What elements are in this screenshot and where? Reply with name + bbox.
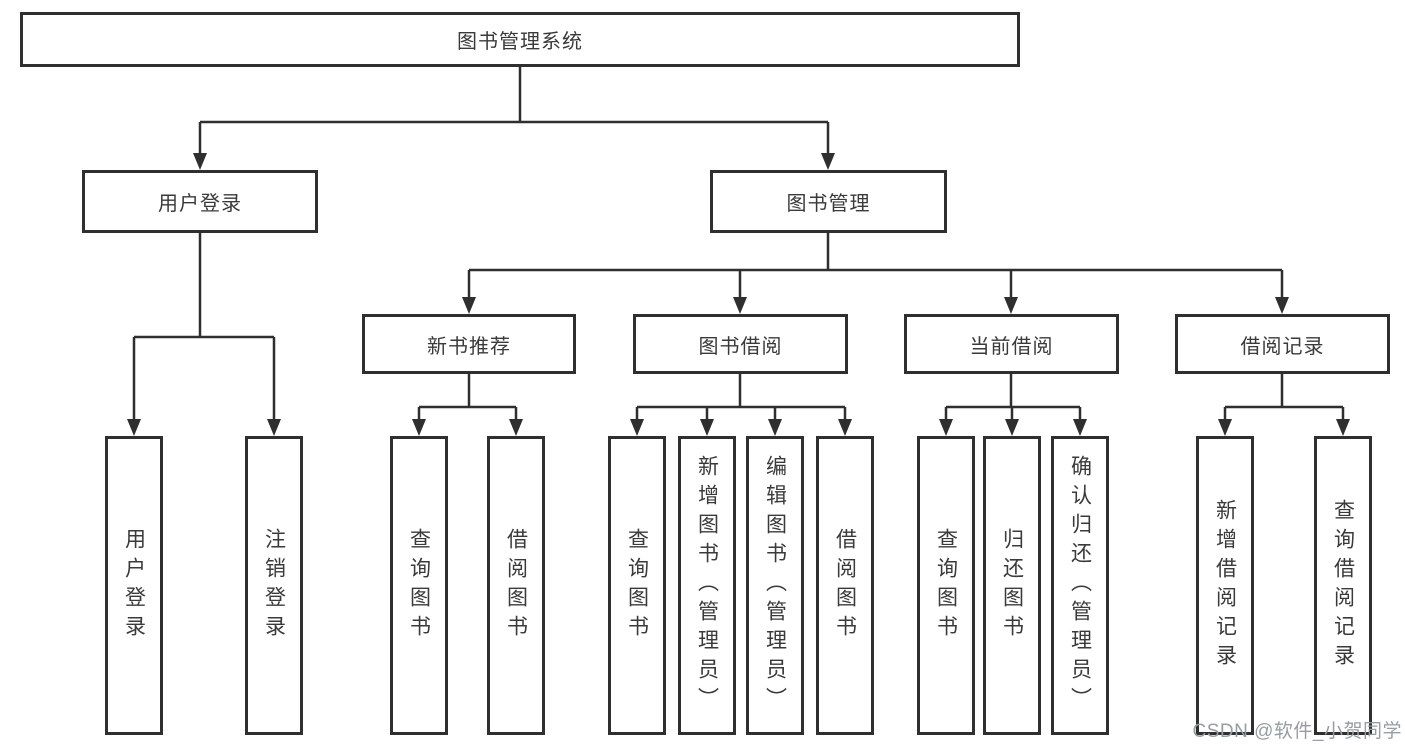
- node-label: 查询图书: [407, 527, 431, 644]
- arrow-down-icon: [1005, 419, 1019, 436]
- connector-book-borrow-to-leaves: [630, 374, 852, 436]
- connector-borrow-record-to-leaves: [1218, 374, 1350, 436]
- node-borrow-record: 借阅记录: [1175, 314, 1390, 374]
- connector-current-borrow-to-leaves: [939, 374, 1087, 436]
- node-label: 当前借阅: [969, 335, 1054, 358]
- arrow-down-icon: [821, 153, 835, 170]
- arrow-down-icon: [1275, 297, 1289, 314]
- node-label: 用户登录: [122, 527, 146, 644]
- arrow-down-icon: [1218, 419, 1232, 436]
- node-label: 归还图书: [1000, 527, 1024, 644]
- leaf-logout: 注销登录: [245, 436, 303, 735]
- node-label: 新增图书（管理员）: [695, 455, 719, 716]
- node-label: 借阅记录: [1240, 335, 1325, 358]
- leaf-edit-book-admin: 编辑图书（管理员）: [746, 436, 804, 735]
- arrow-down-icon: [1073, 419, 1087, 436]
- leaf-add-book-admin: 新增图书（管理员）: [678, 436, 736, 735]
- arrow-down-icon: [462, 297, 476, 314]
- node-label: 确认归还（管理员）: [1068, 455, 1092, 716]
- arrow-down-icon: [412, 419, 426, 436]
- arrow-down-icon: [939, 419, 953, 436]
- arrow-down-icon: [193, 153, 207, 170]
- node-label: 用户登录: [158, 193, 242, 215]
- leaf-return-book: 归还图书: [983, 436, 1041, 735]
- node-label: 新书推荐: [427, 335, 511, 358]
- node-label: 查询借阅记录: [1331, 498, 1355, 673]
- leaf-confirm-return-admin: 确认归还（管理员）: [1051, 436, 1109, 735]
- connector-root-to-branches: [193, 67, 835, 170]
- node-label: 新增借阅记录: [1213, 498, 1237, 673]
- arrow-down-icon: [509, 419, 523, 436]
- connector-user-login-to-leaves: [127, 233, 281, 436]
- node-book-management: 图书管理: [710, 170, 947, 233]
- node-label: 注销登录: [262, 527, 286, 644]
- leaf-add-borrow-record: 新增借阅记录: [1196, 436, 1254, 735]
- node-label: 查询图书: [934, 527, 958, 644]
- node-label: 图书借阅: [698, 335, 783, 358]
- arrow-down-icon: [1336, 419, 1350, 436]
- arrow-down-icon: [838, 419, 852, 436]
- leaf-query-book-3: 查询图书: [917, 436, 975, 735]
- arrow-down-icon: [1004, 297, 1018, 314]
- arrow-down-icon: [127, 419, 141, 436]
- leaf-borrow-book-1: 借阅图书: [487, 436, 545, 735]
- leaf-user-login: 用户登录: [105, 436, 163, 735]
- leaf-borrow-book-2: 借阅图书: [816, 436, 874, 735]
- leaf-query-book-1: 查询图书: [390, 436, 448, 735]
- node-current-borrow: 当前借阅: [904, 314, 1119, 374]
- node-new-book-recommend: 新书推荐: [362, 314, 576, 374]
- connector-new-book-to-leaves: [412, 374, 523, 436]
- arrow-down-icon: [700, 419, 714, 436]
- leaf-query-borrow-record: 查询借阅记录: [1314, 436, 1372, 735]
- node-book-borrow: 图书借阅: [633, 314, 848, 374]
- node-label: 图书管理系统: [457, 31, 583, 53]
- arrow-down-icon: [768, 419, 782, 436]
- node-user-login: 用户登录: [82, 170, 318, 233]
- node-label: 借阅图书: [504, 527, 528, 644]
- node-root-system: 图书管理系统: [20, 12, 1020, 67]
- arrow-down-icon: [733, 297, 747, 314]
- csdn-watermark: CSDN @软件_小贺同学: [1192, 721, 1402, 742]
- node-label: 图书管理: [786, 193, 871, 215]
- connector-book-mgmt-to-sections: [462, 233, 1289, 314]
- node-label: 编辑图书（管理员）: [763, 455, 787, 716]
- leaf-query-book-2: 查询图书: [608, 436, 666, 735]
- arrow-down-icon: [630, 419, 644, 436]
- arrow-down-icon: [267, 419, 281, 436]
- node-label: 借阅图书: [833, 527, 857, 644]
- node-label: 查询图书: [625, 527, 649, 644]
